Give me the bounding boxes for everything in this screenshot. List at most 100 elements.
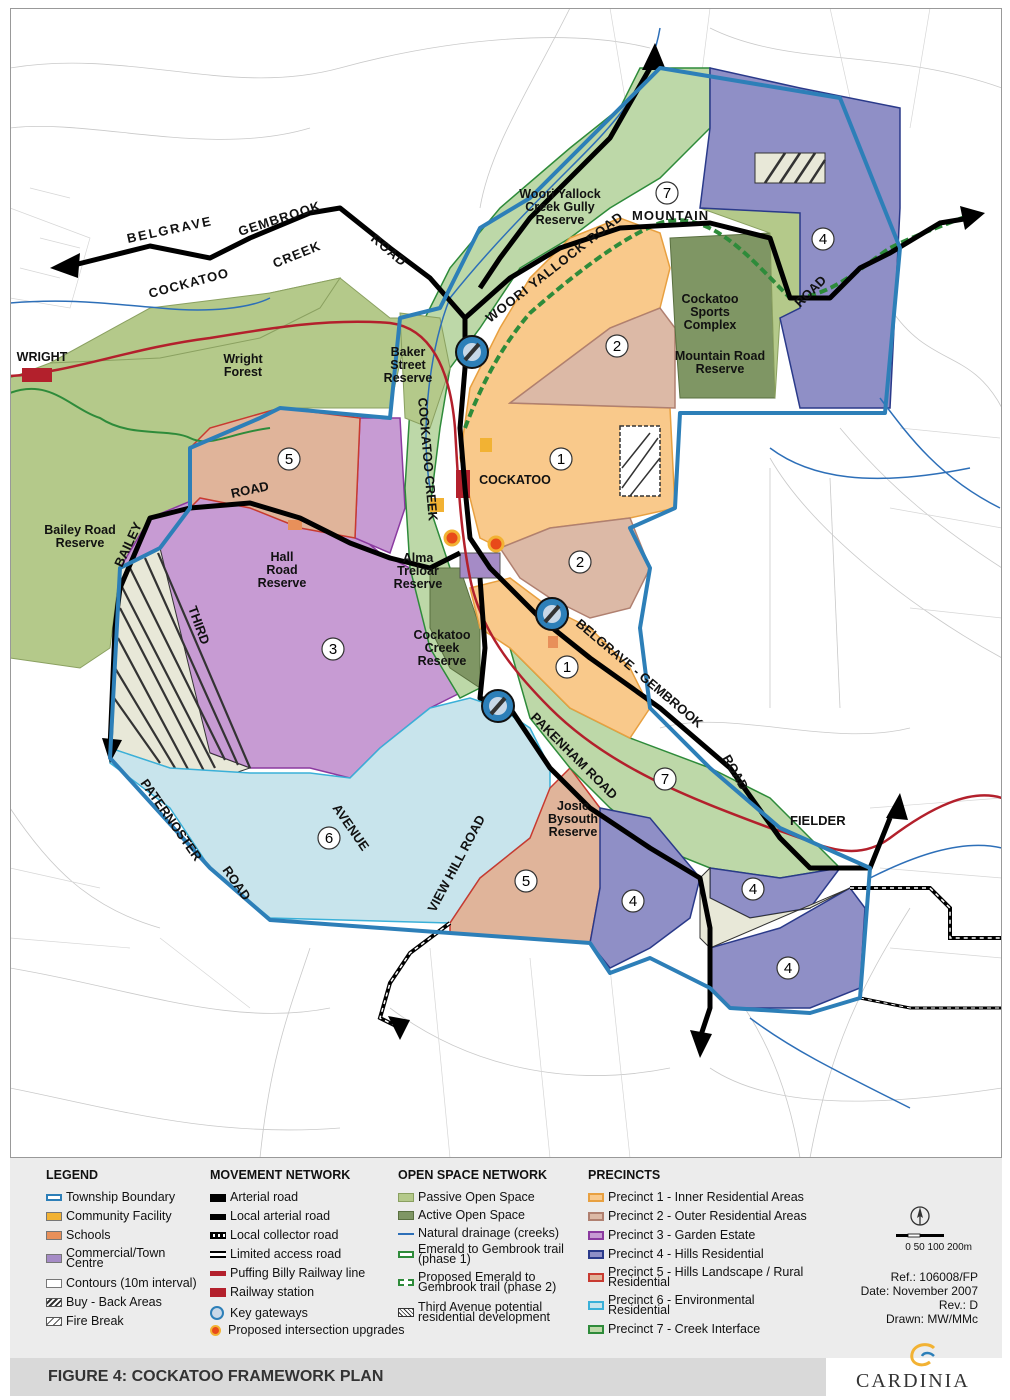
svg-text:1: 1 bbox=[563, 659, 571, 676]
buy-back-south bbox=[699, 866, 851, 949]
precinct-swatch-icon bbox=[588, 1211, 604, 1221]
label-woori-1: Woori Yallock bbox=[519, 187, 601, 201]
legend-title: LEGEND bbox=[46, 1168, 99, 1182]
contour-icon bbox=[46, 1279, 62, 1288]
label-cockatoo: COCKATOO bbox=[479, 473, 551, 487]
label-mountain-reserve-1: Mountain Road bbox=[675, 349, 765, 363]
legend-label: Puffing Billy Railway line bbox=[230, 1266, 366, 1280]
label-josie-1: Josie bbox=[557, 799, 589, 813]
precinct-marker: 4 bbox=[741, 877, 765, 901]
precinct-marker: 1 bbox=[555, 655, 579, 679]
precinct-marker: 5 bbox=[514, 869, 538, 893]
hatch-icon bbox=[46, 1298, 62, 1307]
legend-item-contours: Contours (10m interval) bbox=[46, 1276, 197, 1290]
svg-text:5: 5 bbox=[522, 873, 530, 890]
legend-item-drainage: Natural drainage (creeks) bbox=[398, 1226, 560, 1240]
svg-text:4: 4 bbox=[629, 893, 637, 910]
intersection-upgrades bbox=[443, 529, 505, 553]
arterial-roads bbox=[69, 66, 971, 1039]
road-arrows bbox=[50, 43, 985, 1058]
label-hall-1: Hall bbox=[271, 550, 294, 564]
svg-text:2: 2 bbox=[613, 338, 621, 355]
cardinia-swirl-icon bbox=[910, 1343, 936, 1367]
intersection-upgrade-icon bbox=[210, 1325, 221, 1336]
local-collector-road-icon bbox=[210, 1232, 226, 1239]
svg-text:7: 7 bbox=[663, 185, 671, 202]
precinct-markers: 7 4 2 1 5 2 3 1 7 6 5 4 4 4 bbox=[277, 181, 835, 980]
legend-label: Community Facility bbox=[66, 1209, 172, 1223]
legend-item-arterial: Arterial road bbox=[210, 1190, 299, 1204]
legend-label: Active Open Space bbox=[418, 1208, 526, 1222]
label-wright-forest-1: Wright bbox=[223, 352, 263, 366]
label-wright-forest-2: Forest bbox=[224, 365, 263, 379]
road-label-mountain: MOUNTAIN bbox=[632, 208, 709, 223]
legend-label: Contours (10m interval) bbox=[66, 1276, 197, 1290]
label-sports-1: Cockatoo bbox=[682, 292, 739, 306]
precinct-marker: 4 bbox=[811, 227, 835, 251]
legend-label: Arterial road bbox=[230, 1190, 299, 1204]
legend-item-precinct: Precinct 7 - Creek Interface bbox=[588, 1323, 760, 1335]
svg-text:4: 4 bbox=[749, 881, 757, 898]
precinct-3-east bbox=[354, 417, 406, 555]
legend-item-precinct: Precinct 2 - Outer Residential Areas bbox=[588, 1210, 807, 1222]
precinct-marker: 4 bbox=[621, 889, 645, 913]
legend-item-local-collector: Local collector road bbox=[210, 1229, 338, 1241]
logo-text: CARDINIA bbox=[856, 1370, 970, 1392]
legend-item-buy-back: Buy - Back Areas bbox=[46, 1295, 162, 1309]
legend-label: Local arterial road bbox=[230, 1209, 331, 1223]
school-south bbox=[548, 636, 558, 648]
legend-item-fire-break: Fire Break bbox=[46, 1315, 124, 1327]
legend-label: Proposed intersection upgrades bbox=[228, 1323, 405, 1337]
precinct-marker: 4 bbox=[776, 956, 800, 980]
svg-text:4: 4 bbox=[784, 960, 792, 977]
legend-label: Precinct 1 - Inner Residential Areas bbox=[608, 1190, 804, 1204]
place-labels: WRIGHT Wright Forest Baker Street Reserv… bbox=[17, 187, 765, 839]
drawn-by: Drawn: MW/MMc bbox=[886, 1312, 978, 1326]
legend-label: Buy - Back Areas bbox=[66, 1295, 162, 1309]
label-baker-3: Reserve bbox=[384, 371, 433, 385]
precinct-marker: 7 bbox=[655, 181, 679, 205]
baker-street-reserve bbox=[399, 312, 451, 429]
revision: Rev.: D bbox=[938, 1298, 978, 1312]
buy-back-ne-hatch bbox=[763, 152, 827, 184]
legend-item-precinct: Precinct 1 - Inner Residential Areas bbox=[588, 1190, 804, 1204]
fire-break bbox=[619, 425, 661, 497]
svg-text:5: 5 bbox=[285, 451, 293, 468]
parcel-lines bbox=[10, 8, 1002, 1158]
school-north bbox=[430, 498, 444, 512]
label-baker-1: Baker bbox=[391, 345, 426, 359]
legend-label: Natural drainage (creeks) bbox=[418, 1226, 560, 1240]
legend-label: Precinct 4 - Hills Residential bbox=[608, 1247, 764, 1261]
precinct-marker: 2 bbox=[568, 550, 592, 574]
label-baker-2: Street bbox=[390, 358, 426, 372]
label-alma-2: Treloar bbox=[397, 564, 439, 578]
legend-item-limited-access: Limited access road bbox=[210, 1248, 341, 1260]
legend-label: Precinct 3 - Garden Estate bbox=[608, 1228, 756, 1242]
creek-line-icon bbox=[398, 1232, 414, 1235]
label-bailey-1: Bailey Road bbox=[44, 523, 116, 537]
label-sports-3: Complex bbox=[684, 318, 737, 332]
label-josie-2: Bysouth bbox=[548, 812, 598, 826]
svg-text:1: 1 bbox=[557, 451, 565, 468]
school-west bbox=[288, 520, 302, 530]
boundary-line-icon bbox=[46, 1194, 62, 1201]
local-arterial-road-icon bbox=[210, 1213, 226, 1220]
svg-text:7: 7 bbox=[661, 771, 669, 788]
railway-line-icon bbox=[210, 1271, 226, 1276]
label-alma-3: Reserve bbox=[394, 577, 443, 591]
date: Date: November 2007 bbox=[860, 1284, 978, 1298]
movement-title: MOVEMENT NETWORK bbox=[210, 1168, 351, 1182]
community-facility bbox=[480, 438, 492, 452]
label-mountain-reserve-2: Reserve bbox=[696, 362, 745, 376]
proposed-trail-arrow-icon bbox=[398, 1278, 414, 1286]
legend-label: Passive Open Space bbox=[418, 1190, 535, 1204]
emerald-gembrook-trail bbox=[463, 211, 976, 429]
legend-item-intersection-upgrades: Proposed intersection upgrades bbox=[210, 1323, 405, 1337]
key-gateway-icon bbox=[210, 1306, 224, 1320]
legend-item-trail-phase-1: Emerald to Gembrook trail(phase 1) bbox=[398, 1243, 564, 1265]
